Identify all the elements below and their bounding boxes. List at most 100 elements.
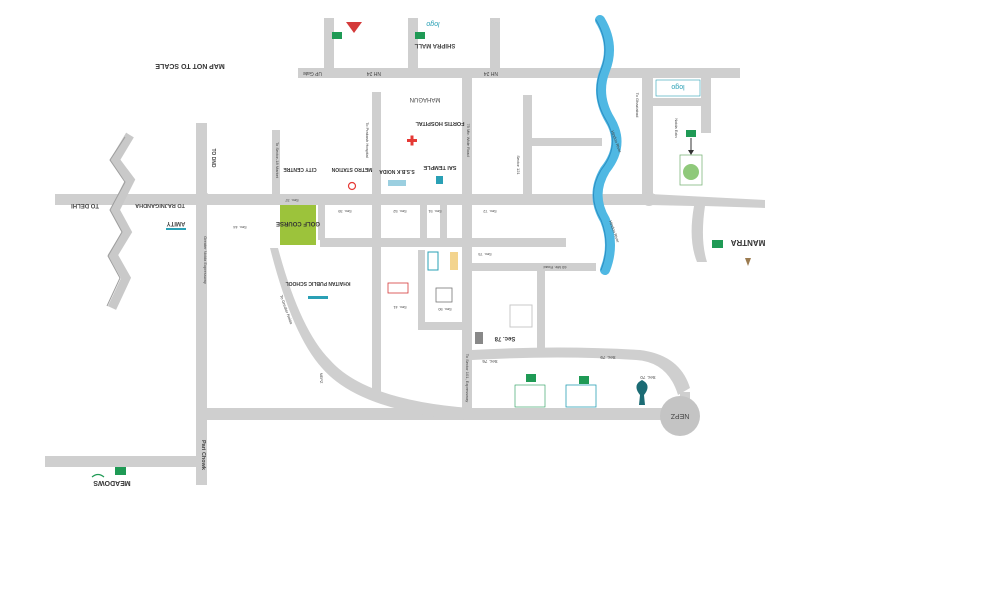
brand-logo-sec76-right (565, 384, 597, 408)
marker-sec76-right (579, 376, 589, 384)
golf-course-area (280, 205, 316, 245)
sai-temple-label: SAI TEMPLE (423, 164, 456, 170)
marker-mantra (712, 240, 723, 248)
nh24-label-1: NH 24 (367, 70, 381, 76)
sai-temple-icon (436, 176, 443, 184)
main-junction-circle (194, 191, 210, 207)
sec50-logo-icon (427, 251, 439, 271)
golf-course-label: GOLF COURSE (276, 220, 320, 226)
hindon-river (592, 15, 622, 275)
circle-logo-icon (683, 164, 699, 180)
amity-underline (166, 228, 186, 230)
road-third-horizontal (470, 263, 596, 271)
to-sector-101-label: To Sector 101, Expressway (465, 354, 470, 402)
sec-52-label: Sec. 52 (392, 209, 406, 214)
sec-51-label: Sec. 51 (427, 209, 441, 214)
meadows-logo-icon (91, 473, 105, 478)
road-left-vertical (196, 123, 207, 485)
sec-79-label: Sec. 79 (600, 355, 616, 360)
sec-50-label: Sec. 50 (437, 307, 451, 312)
road-sec50-small (418, 322, 468, 330)
marker-meadows (115, 467, 126, 475)
khaitan-school-label: KHAITAN PUBLIC SCHOOL (286, 280, 351, 286)
khaitan-logo-icon (308, 296, 328, 299)
road-inner-vertical-3 (440, 204, 447, 238)
road-greater-noida-curve (270, 248, 470, 420)
nepz-roundabout (660, 396, 700, 436)
sec41-logo-icon (387, 282, 409, 294)
road-top-vertical-2 (408, 18, 418, 74)
road-top-vertical-1 (324, 18, 334, 74)
road-sec76-block (537, 268, 545, 348)
sec-37-label: Sec. 37 (284, 198, 298, 203)
road-sec50-vertical (418, 250, 425, 330)
road-right-vertical (642, 78, 653, 200)
hindon-river-edge (593, 19, 613, 271)
road-network (45, 18, 765, 485)
sec-44-label: Sec. 44 (232, 225, 246, 230)
sec-71-label: Sec. 72 (482, 209, 496, 214)
project-markers (115, 32, 723, 475)
brand-logo-sec76-left (514, 384, 546, 408)
nepz-circle-label: NEPZ (670, 412, 689, 419)
road-inner-vertical-2 (420, 200, 427, 240)
to-delhi-label: TO DELHI (71, 202, 99, 208)
nh24-label-2: NH 24 (484, 70, 498, 76)
road-top-horizontal (298, 68, 740, 78)
metro-station-label: METRO STATION (331, 166, 372, 172)
top-right-logo-text: logo (671, 83, 684, 90)
map-not-to-scale: MAP NOT TO SCALE (155, 62, 225, 69)
sec-70-label: Sec. 70 (640, 375, 656, 380)
left-zigzag-outline (106, 136, 126, 307)
road-top-right-stub (653, 98, 703, 106)
road-bottom-left (45, 456, 203, 467)
road-prakash-vertical (372, 92, 381, 394)
pari-chowk-label: Pari Chowk (200, 440, 206, 471)
marker-top-left (332, 32, 342, 39)
sec-39-label: Sec. 39 (337, 209, 351, 214)
sec78-building (509, 304, 533, 328)
shipra-mall-label: SHIPRA MALL (414, 42, 455, 48)
hospital-cross-icon (407, 135, 417, 146)
sixty-mtr-road: 60 Mtr. Road (544, 265, 567, 270)
metro-icon (347, 181, 357, 191)
top-brand-script: logo (426, 20, 439, 27)
road-sec121-stub (532, 138, 602, 146)
ssb-label: S.S.B.K NOIDA (379, 168, 415, 174)
meadows-label: MEADOWS (93, 479, 131, 486)
sec-76-label: Sec. 76 (482, 359, 498, 364)
right-junction-circle (642, 192, 656, 206)
sector-121-label: Sector 121 (516, 155, 521, 175)
to-sector18-market: To Sector-18 Market (275, 142, 280, 179)
marker-shipra (415, 32, 425, 39)
sec-75-label: Sec. 75 (477, 252, 491, 257)
top-right-logo (655, 79, 701, 97)
noida-ext-label: Noida Extn (674, 118, 679, 138)
sec50-logo-icon-3 (435, 287, 453, 303)
sec50-logo-icon-2 (450, 252, 458, 270)
tree-logo-icon (636, 380, 648, 405)
left-zigzag-road (107, 132, 136, 310)
triangle-logo-icon (346, 22, 362, 33)
mahagun-label: MAHAGUN (410, 96, 441, 102)
ssb-logo-icon (388, 180, 406, 186)
road-top-vertical-3 (490, 18, 500, 74)
arrow-head-icon (688, 150, 694, 155)
road-sector18-vertical (272, 130, 280, 200)
road-right-curve (650, 194, 765, 262)
city-centre-label: CITY CENTRE (283, 166, 317, 172)
road-sec121-vertical (523, 95, 532, 200)
to-rajnigandha-label: TO RAJNIGANDHA (135, 202, 185, 208)
mantra-label: MANTRA (730, 238, 765, 247)
nepz-road-label: NEPZ (319, 373, 324, 384)
road-main-horizontal (55, 194, 655, 205)
to-prakash-hospital: To Prakash Hospital (365, 122, 370, 158)
sec-41-label: Sec. 41 (392, 305, 406, 310)
fortis-label: FORTIS HOSPITAL (415, 120, 465, 126)
seventy-five-mtr-road: 75 Mtr. Wide Road (466, 123, 471, 156)
sec78-block (475, 332, 483, 344)
mantra-logo-icon (745, 258, 751, 266)
sec-78-label: Sec. 78 (494, 335, 515, 341)
road-inner-vertical-1 (318, 200, 325, 240)
